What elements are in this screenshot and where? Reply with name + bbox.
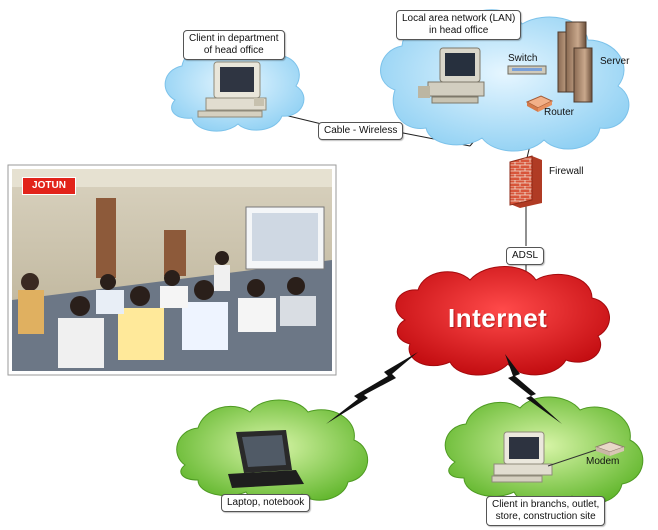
label-client-head-office: Client in department of head office <box>183 30 285 60</box>
modem-device <box>594 441 626 456</box>
switch-device <box>507 65 547 75</box>
label-client-branch-line1: Client in branchs, outlet, <box>492 499 600 510</box>
label-firewall: Firewall <box>549 166 584 177</box>
cable-modem-to-pc <box>547 449 597 467</box>
label-client-head-office-line1: Client in department <box>189 33 279 44</box>
label-lan: Local area network (LAN) in head office <box>396 10 522 40</box>
label-lan-line1: Local area network (LAN) <box>402 13 516 24</box>
label-client-branch: Client in branchs, outlet, store, constr… <box>486 496 606 526</box>
wireless-bolt-laptop <box>326 352 418 424</box>
cloud-internet <box>395 266 610 376</box>
classroom-photo <box>7 164 337 376</box>
label-adsl: ADSL <box>506 247 545 265</box>
firewall-icon <box>509 155 542 208</box>
label-switch: Switch <box>508 53 538 64</box>
jotun-logo: JOTUN <box>22 177 76 195</box>
router-device <box>525 95 554 112</box>
label-internet: Internet <box>448 303 548 333</box>
label-router: Router <box>544 107 575 118</box>
label-laptop: Laptop, notebook <box>221 494 311 512</box>
laptop-icon <box>228 430 304 488</box>
label-lan-line2: in head office <box>429 25 489 36</box>
client-pc-branch <box>491 431 553 483</box>
lan-workstation <box>418 47 485 104</box>
label-modem: Modem <box>586 456 620 467</box>
label-client-branch-line2: store, construction site <box>495 511 596 522</box>
label-cable-wireless: Cable - Wireless <box>318 122 404 140</box>
client-pc-head-office <box>197 61 267 118</box>
server-stack <box>557 21 593 103</box>
label-server: Server <box>600 56 630 67</box>
label-client-head-office-line2: of head office <box>203 45 264 56</box>
